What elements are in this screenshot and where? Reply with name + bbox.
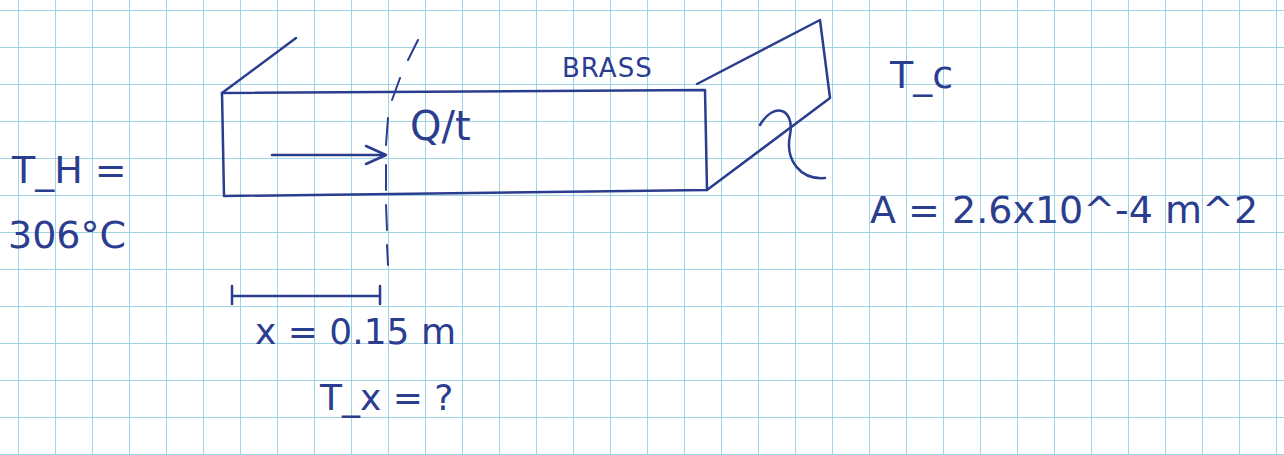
cold-temperature: T_c [890,55,953,97]
brass-bar: BRASSQ/t [222,92,706,192]
heat-flow-label: Q/t [410,104,471,148]
distance-value: x = 0.15 m [255,312,456,352]
unknown-temperature: T_x = ? [320,378,453,418]
hot-temperature-value: 306°C [8,215,126,257]
area-value: A = 2.6x10^-4 m^2 [870,190,1258,232]
material-label: BRASS [562,54,653,83]
hot-temperature: T_H = [12,150,127,192]
